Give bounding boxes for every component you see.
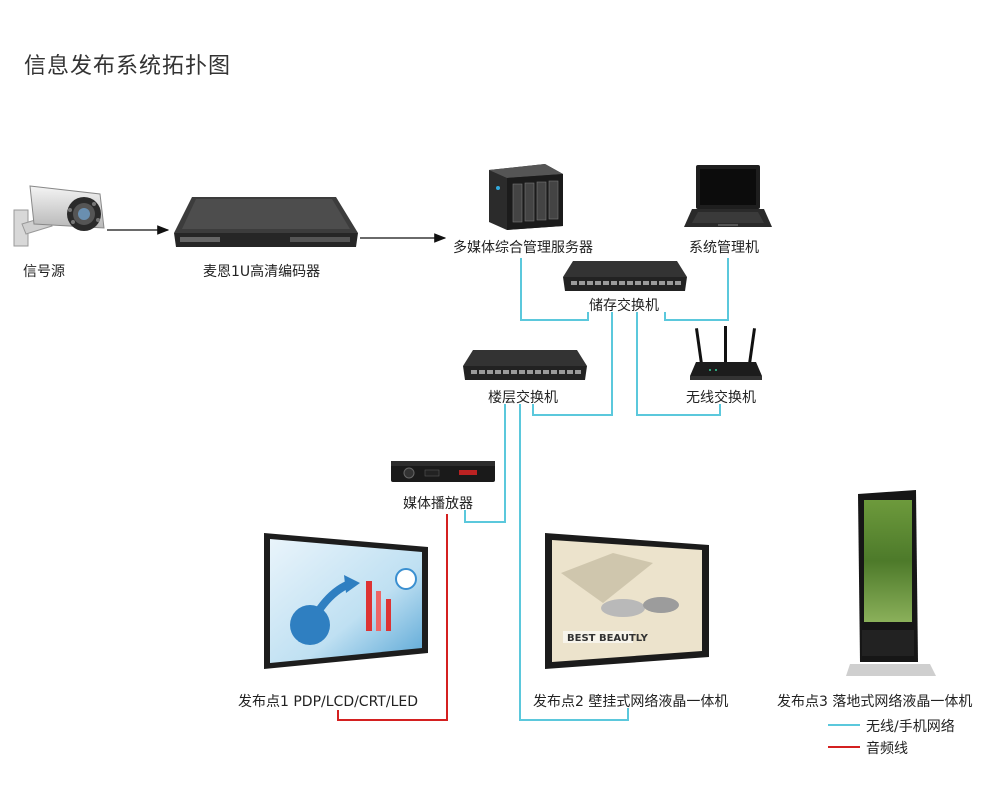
laptop-icon [684, 165, 772, 227]
page-title: 信息发布系统拓扑图 [24, 54, 232, 79]
legend-network-label: 无线/手机网络 [866, 719, 955, 735]
publish-point-1-label: 发布点1 PDP/LCD/CRT/LED [238, 694, 418, 710]
media-server-icon [489, 164, 563, 230]
admin-pc-label: 系统管理机 [689, 240, 759, 256]
audio-line-player-point1 [337, 514, 448, 721]
floor-kiosk-icon [846, 490, 936, 676]
net-line-storage-wireless [636, 312, 721, 416]
display-screen-1 [264, 533, 428, 669]
net-line-storage-floor [532, 312, 613, 416]
media-player-icon [391, 461, 495, 482]
media-server-label: 多媒体综合管理服务器 [453, 240, 593, 256]
net-line-floor-player [464, 404, 506, 523]
ad-headline: BEST BEAUTLY [567, 633, 649, 644]
storage-switch-label: 储存交换机 [589, 298, 659, 314]
net-line-server-storage [520, 258, 589, 321]
floor-switch-icon [463, 350, 587, 380]
media-player-label: 媒体播放器 [403, 496, 473, 512]
security-camera-icon [13, 185, 105, 247]
signal-source-label: 信号源 [23, 264, 65, 280]
net-line-admin-storage [664, 258, 729, 321]
encoder-label: 麦恩1U高清编码器 [203, 264, 321, 280]
wireless-router-icon [690, 326, 762, 380]
floor-switch-label: 楼层交换机 [488, 390, 558, 406]
encoder-device-icon [174, 197, 358, 247]
publish-point-3-label: 发布点3 落地式网络液晶一体机 [777, 694, 973, 710]
storage-switch-icon [563, 261, 687, 291]
legend-audio-label: 音频线 [866, 741, 908, 757]
publish-point-2-label: 发布点2 壁挂式网络液晶一体机 [533, 694, 729, 710]
display-screen-2: BEST BEAUTLY [545, 533, 709, 669]
net-line-floor-point2 [519, 404, 629, 721]
wireless-switch-label: 无线交换机 [686, 390, 756, 406]
